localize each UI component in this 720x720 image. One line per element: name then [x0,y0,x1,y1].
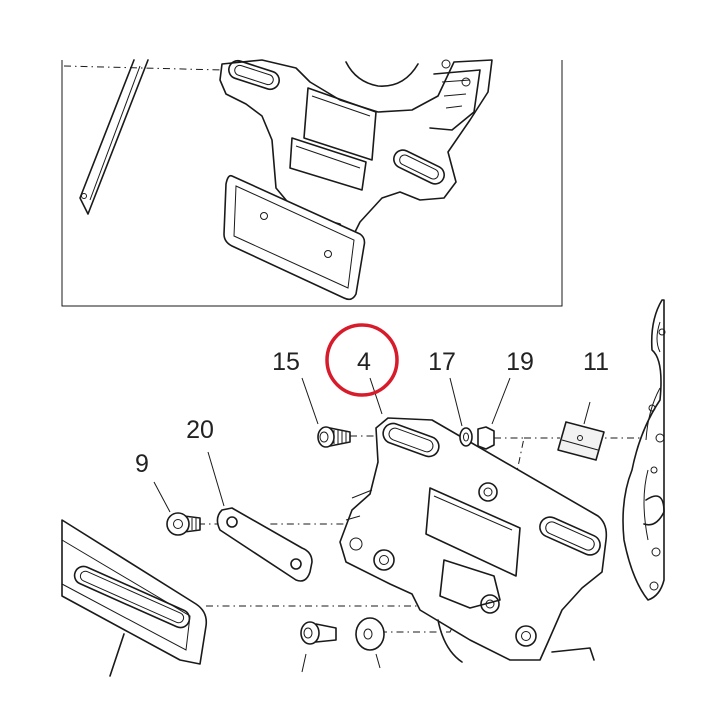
callout-15: 15 [272,348,300,376]
callout-4: 4 [357,348,371,376]
highlight-circle [325,323,399,397]
callout-19: 19 [506,348,534,376]
plate-holder-fragment [61,519,208,677]
lower-screw [300,621,337,673]
inset-plate-holder [223,174,366,301]
inset-plate-edge [79,59,149,215]
exploded-view [61,299,666,677]
inset-bracket-4 [219,59,493,239]
callout-11: 11 [583,348,609,376]
nut-part-19 [477,377,511,450]
screw-part-9 [153,481,201,536]
callout-labels: 15 4 17 19 11 20 9 [135,348,609,478]
callout-17: 17 [428,348,456,376]
leader-line-4 [369,377,383,415]
plate-part-20 [207,451,313,582]
inset-assembled-view [61,59,563,307]
side-frame-fragment [622,299,666,601]
callout-9: 9 [135,450,149,478]
clip-nut-part-11 [557,401,605,461]
screw-part-15 [301,377,351,448]
callout-20: 20 [186,416,214,444]
washer-part-17 [449,377,473,447]
lower-washer [355,617,385,669]
bracket-part-4 [339,417,608,663]
